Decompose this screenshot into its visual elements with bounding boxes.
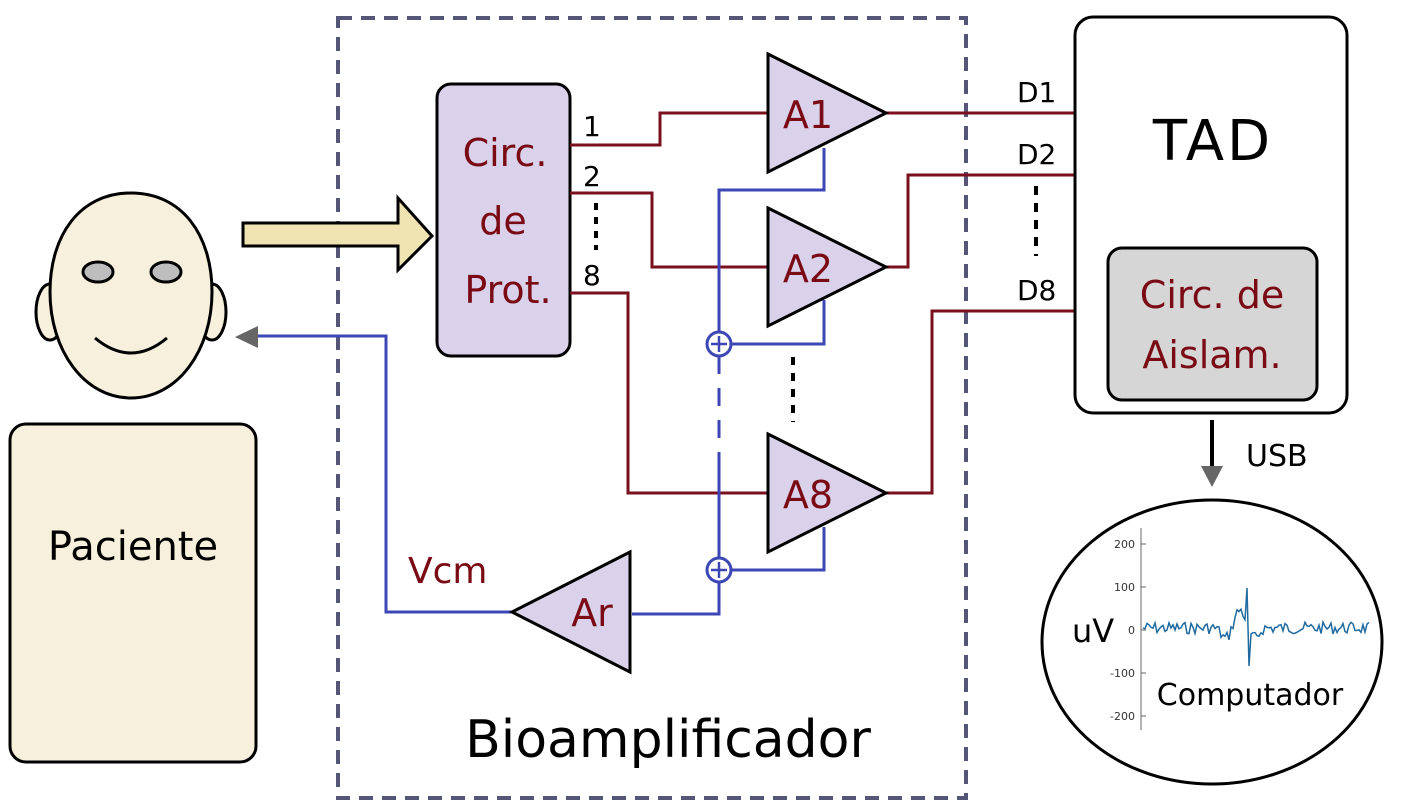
wire-ch8 [570, 291, 770, 495]
protection-label-line2: de [479, 199, 527, 243]
tick-100: 100 [1114, 581, 1135, 594]
ref-wire-a1 [717, 148, 826, 334]
channel-label-1: 1 [583, 110, 601, 143]
plot-ticks [1141, 543, 1146, 717]
ref-wire-a8 [731, 527, 826, 572]
mouth [94, 336, 168, 355]
computer-unit-label: uV [1072, 612, 1114, 650]
wire-d8 [886, 309, 1075, 495]
tick-200: 200 [1114, 538, 1135, 551]
isolation-circuit-box [1106, 246, 1319, 402]
amplifier-a1-label: A1 [783, 93, 833, 137]
protection-label-line3: Prot. [464, 268, 551, 312]
ref-wire-vcm [256, 334, 512, 614]
patient-body [8, 422, 258, 764]
arrow-right-icon [241, 194, 435, 274]
bioamplifier-boundary [336, 16, 968, 800]
tick-neg200: -200 [1110, 710, 1135, 723]
amplifier-a2: A2 [766, 205, 890, 329]
reference-wires [256, 148, 826, 616]
computer-label: Computador [1157, 678, 1344, 713]
plus-circle-icon [705, 556, 733, 584]
arrow-down-icon [1201, 466, 1223, 487]
channel-label-8: 8 [583, 259, 601, 292]
channel-label-2: 2 [583, 160, 601, 193]
ref-wire-a2 [731, 300, 826, 346]
protection-circuit-box [435, 82, 572, 358]
reference-amplifier: Ar [508, 549, 632, 675]
output-label-d8: D8 [1017, 274, 1056, 307]
plus-circle-icon [705, 330, 733, 358]
tad-label: TAD [1152, 109, 1273, 174]
eeg-trace [1142, 587, 1370, 667]
computer-ellipse [1040, 498, 1384, 786]
tick-neg100: -100 [1110, 667, 1135, 680]
ref-wire-sum-out [632, 582, 721, 616]
patient-head [34, 191, 228, 400]
wire-ch1 [570, 111, 770, 147]
bioamplifier-label: Bioamplificador [465, 710, 871, 770]
vcm-arrow-tip [235, 326, 258, 348]
right-eye [149, 260, 183, 284]
tick-0: 0 [1128, 624, 1135, 637]
wire-d2 [886, 173, 1075, 269]
isolation-label-line1: Circ. de [1140, 273, 1284, 317]
patient-label: Paciente [48, 524, 218, 570]
output-label-d1: D1 [1017, 76, 1056, 109]
amplifier-a2-label: A2 [783, 247, 833, 291]
left-eye [81, 260, 115, 284]
protection-label-line1: Circ. [463, 131, 548, 175]
signal-wires [570, 111, 1075, 495]
face-icon [48, 191, 214, 400]
vcm-label: Vcm [408, 551, 488, 592]
usb-label: USB [1246, 439, 1308, 474]
amplifier-a8: A8 [766, 431, 890, 555]
amplifier-a1: A1 [766, 51, 890, 175]
reference-amplifier-label: Ar [571, 591, 613, 635]
output-label-d2: D2 [1017, 138, 1056, 171]
wire-ch2 [570, 191, 770, 269]
amplifier-a8-label: A8 [783, 473, 833, 517]
isolation-label-line2: Aislam. [1142, 333, 1281, 377]
